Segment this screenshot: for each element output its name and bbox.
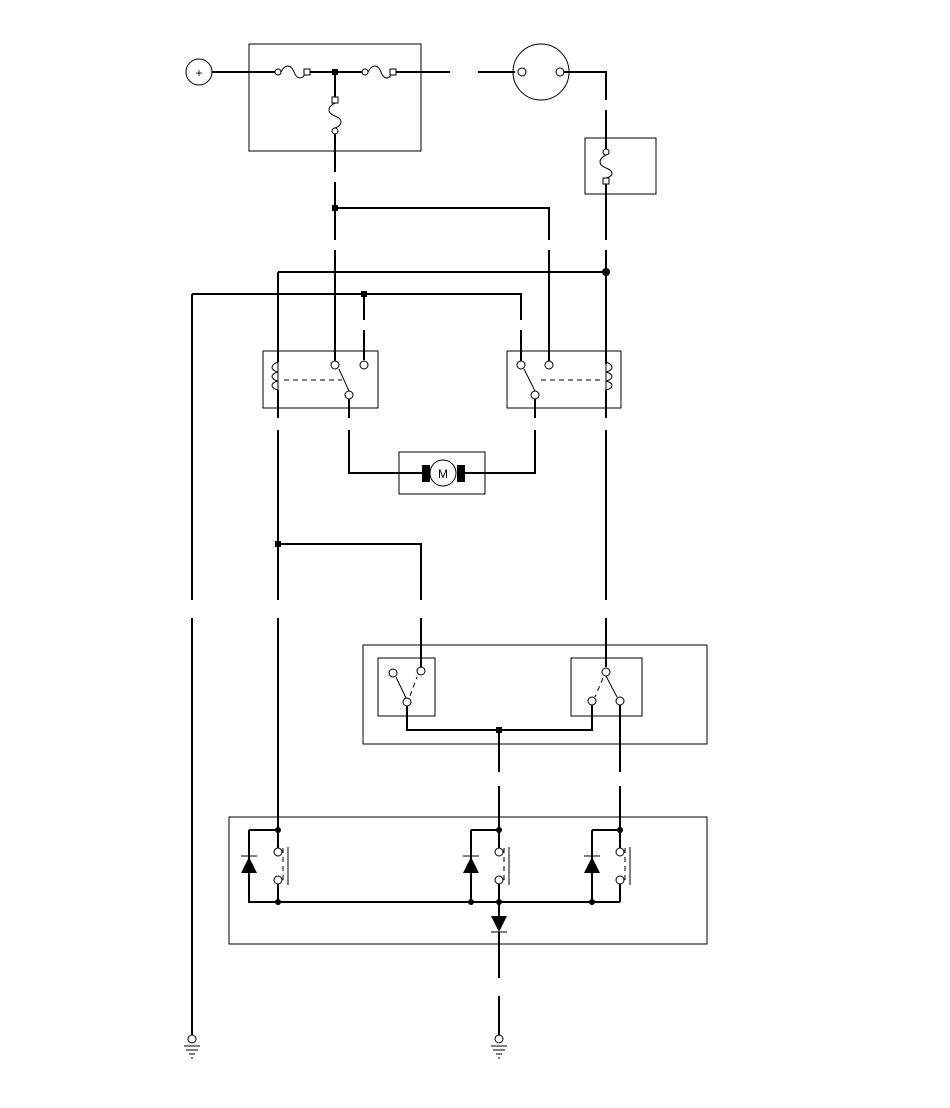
- ground-icon: [491, 1034, 507, 1059]
- switch-contact-icon: [615, 847, 631, 885]
- relay-left: [262, 350, 379, 409]
- lamp-icon: [512, 43, 570, 101]
- control-module-box: [228, 816, 708, 945]
- switch-contact-icon: [516, 360, 554, 400]
- switch-right: [570, 657, 643, 717]
- battery-plus-icon: +: [195, 66, 202, 80]
- fuse-icon: [599, 148, 613, 185]
- relay-coil-icon: [271, 361, 279, 391]
- switch-contact-icon: [273, 847, 289, 885]
- switch-contact-icon: [388, 666, 426, 707]
- battery-terminal: +: [185, 58, 213, 86]
- junction-node: [602, 268, 610, 276]
- switch-contact-icon: [494, 847, 510, 885]
- diode-icon: [584, 855, 600, 873]
- relay-right: [506, 350, 622, 409]
- junction-node: [332, 69, 338, 75]
- fuse-icon: [274, 65, 311, 79]
- switch-contact-icon: [330, 360, 369, 400]
- motor-box: [398, 451, 486, 495]
- fuse-holder-box: [584, 137, 657, 195]
- motor-icon: M: [422, 459, 465, 487]
- relay-coil-icon: [605, 361, 613, 391]
- diode-icon: [241, 855, 257, 873]
- diode-icon: [463, 855, 479, 873]
- ground-icon: [184, 1034, 200, 1059]
- switch-assembly-box: [362, 644, 708, 745]
- motor-label: M: [438, 467, 448, 481]
- switch-contact-icon: [587, 667, 625, 706]
- diode-icon: [491, 916, 507, 933]
- fuse-icon: [328, 96, 342, 135]
- fuse-icon: [361, 65, 397, 79]
